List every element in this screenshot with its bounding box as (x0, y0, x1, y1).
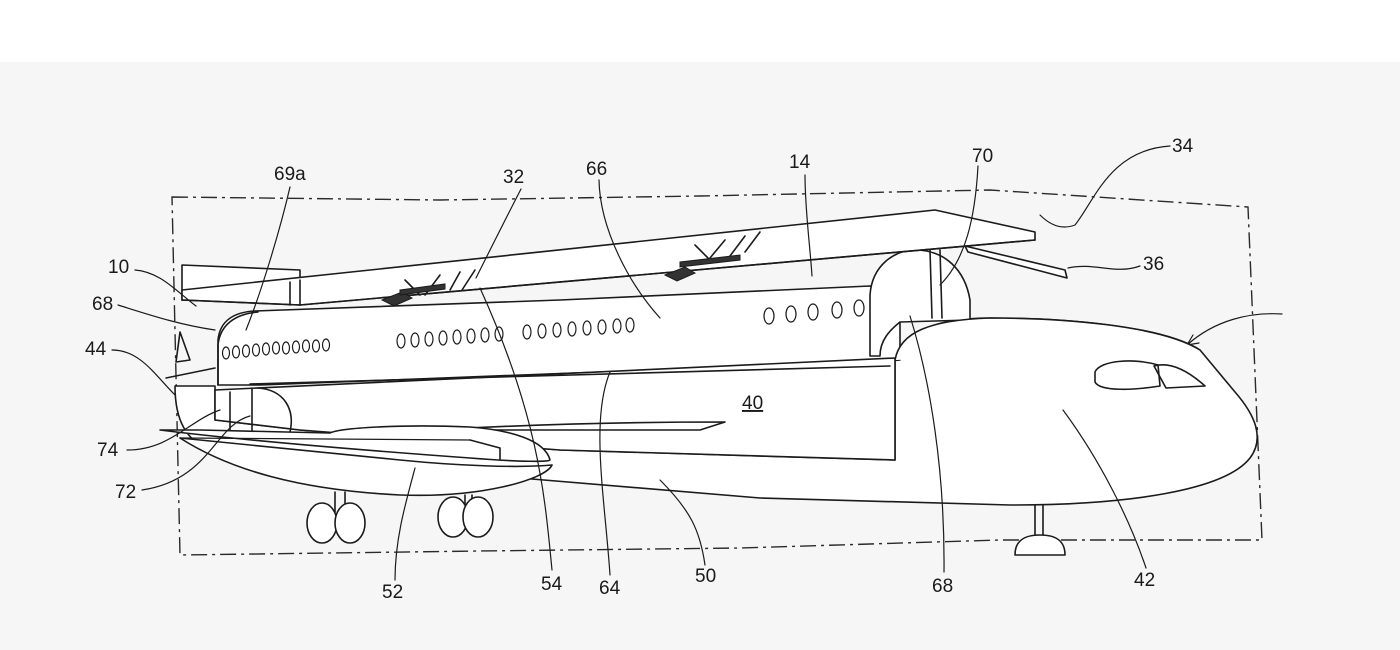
window-row-middle-2 (522, 317, 635, 340)
reference-numerals: 69a 32 66 14 70 34 36 10 68 44 40 74 72 … (85, 136, 1194, 603)
label-69a: 69a (274, 164, 306, 185)
label-14: 14 (789, 152, 811, 173)
window-row-middle-1 (396, 326, 504, 349)
label-54: 54 (541, 574, 563, 595)
label-42: 42 (1134, 570, 1155, 591)
label-44: 44 (85, 339, 107, 360)
top-margin (0, 0, 1400, 62)
rear-landing-gear (306, 491, 494, 544)
lifting-platform (181, 209, 1068, 307)
front-arch-frame (869, 249, 1201, 361)
label-70: 70 (972, 146, 993, 167)
label-64: 64 (599, 578, 621, 599)
window-row-front (763, 299, 865, 325)
rear-arch-frame (217, 311, 259, 386)
label-68-rear: 68 (92, 294, 113, 315)
label-66: 66 (586, 159, 607, 180)
label-68-front: 68 (932, 576, 953, 597)
envelope-boundary (171, 189, 1263, 556)
label-52: 52 (382, 582, 403, 603)
leader-lines (111, 145, 1171, 581)
wing (159, 425, 553, 497)
label-32: 32 (503, 167, 524, 188)
label-50: 50 (695, 566, 716, 587)
label-40: 40 (742, 393, 763, 414)
label-36: 36 (1143, 254, 1164, 275)
label-34: 34 (1172, 136, 1194, 157)
label-74: 74 (97, 440, 119, 461)
nose-landing-gear (1014, 504, 1066, 556)
label-72: 72 (115, 482, 136, 503)
label-10: 10 (108, 257, 129, 278)
window-row-rear (221, 338, 331, 360)
